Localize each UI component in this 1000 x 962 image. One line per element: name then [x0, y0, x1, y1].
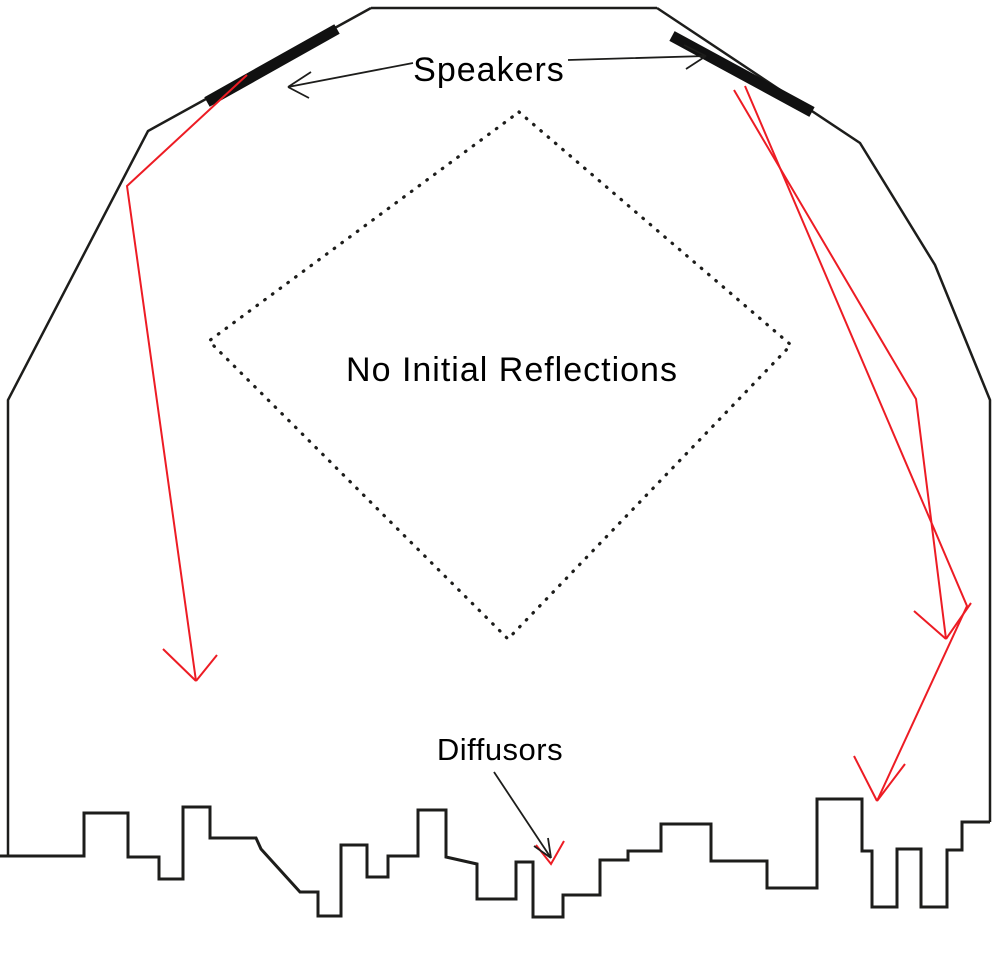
reflection-arrowhead-left: [162, 648, 218, 682]
room-wall-left: [6, 6, 372, 856]
right-speaker: [669, 31, 815, 117]
reflection-path-right-outer: [733, 89, 947, 640]
speakers-arrow-right: [567, 44, 707, 70]
reflection-free-zone: [207, 110, 793, 641]
reflection-arrowhead-right-inner: [853, 755, 906, 802]
reflection-path-right-inner: [744, 85, 969, 802]
room-wall-right: [656, 6, 992, 822]
diffusors-arrow: [493, 771, 552, 859]
speakers-label: Speakers: [413, 51, 565, 89]
diffusors-label: Diffusors: [437, 732, 563, 767]
speakers-arrow-left: [287, 62, 414, 99]
reflection-arrowhead-right-outer: [913, 602, 972, 640]
no-initial-reflections-label: No Initial Reflections: [346, 351, 678, 389]
reflection-path-left: [125, 74, 248, 682]
left-speaker: [204, 24, 340, 107]
diffusor-wall: [0, 797, 990, 919]
